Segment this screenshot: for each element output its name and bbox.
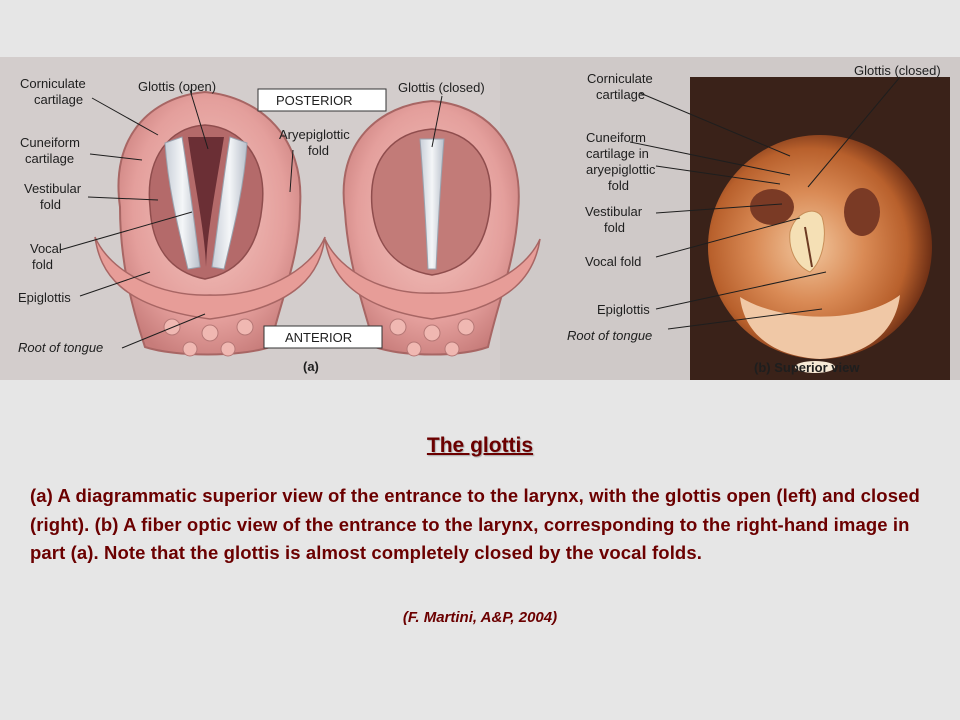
label-part-a: (a) bbox=[303, 359, 319, 374]
label-corniculate-right: Corniculate cartilage bbox=[587, 71, 656, 102]
label-vocal-right: Vocal fold bbox=[585, 254, 641, 269]
label-vocal-left: Vocal fold bbox=[30, 241, 65, 272]
larynx-diagram-closed bbox=[324, 99, 541, 357]
caption-title: The glottis bbox=[426, 434, 534, 457]
label-glottis-closed-left: Glottis (closed) bbox=[398, 80, 485, 95]
label-root-of-tongue-right: Root of tongue bbox=[567, 328, 652, 343]
leader-lines bbox=[59, 76, 901, 349]
label-epiglottis-right: Epiglottis bbox=[597, 302, 650, 317]
fiber-optic-photo bbox=[690, 77, 950, 380]
label-cuneiform-left: Cuneiform cartilage bbox=[20, 135, 84, 166]
label-cuneiform-right: Cuneiform cartilage in aryepiglottic fol… bbox=[586, 130, 659, 193]
label-glottis-open: Glottis (open) bbox=[138, 79, 216, 94]
label-anterior: ANTERIOR bbox=[285, 330, 352, 345]
label-glottis-closed-right: Glottis (closed) bbox=[854, 63, 941, 78]
label-posterior: POSTERIOR bbox=[276, 93, 353, 108]
figure-panel: Corniculate cartilage Cuneiform cartilag… bbox=[0, 57, 960, 380]
label-epiglottis-left: Epiglottis bbox=[18, 290, 71, 305]
label-vestibular-left: Vestibular fold bbox=[24, 181, 85, 212]
larynx-diagram-open bbox=[94, 90, 326, 357]
label-root-of-tongue-left: Root of tongue bbox=[18, 340, 103, 355]
label-vestibular-right: Vestibular fold bbox=[585, 204, 646, 235]
label-part-b: (b) Superior view bbox=[754, 360, 860, 375]
label-corniculate-left: Corniculate cartilage bbox=[20, 76, 89, 107]
caption-source: (F. Martini, A&P, 2004) bbox=[402, 609, 558, 626]
caption-body: (a) A diagrammatic superior view of the … bbox=[30, 485, 920, 563]
label-aryepiglottic: Aryepiglottic fold bbox=[279, 127, 353, 158]
